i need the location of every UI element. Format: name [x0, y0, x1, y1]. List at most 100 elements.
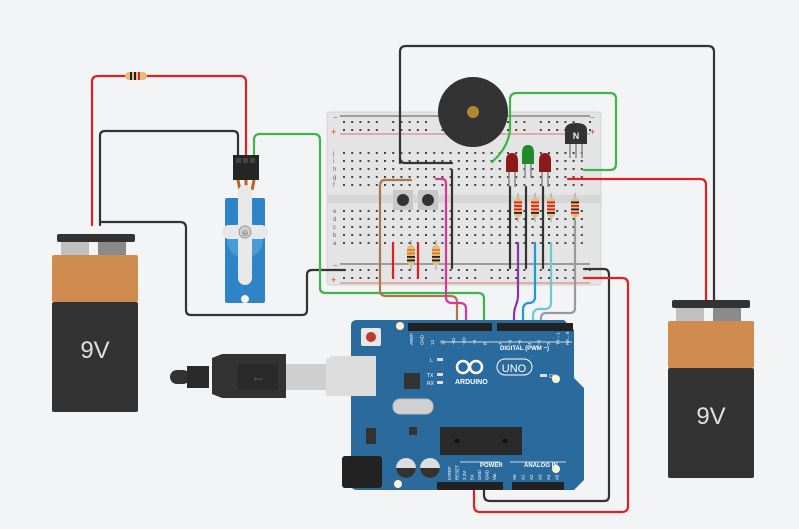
breadboard-hole: [507, 121, 509, 123]
wire-magenta-button[interactable]: [434, 177, 468, 332]
breadboard-hole: [433, 234, 436, 236]
breadboard-hole: [531, 242, 534, 244]
breadboard-hole: [482, 242, 485, 244]
breadboard-hole: [548, 152, 550, 154]
piezo-buzzer[interactable]: [438, 77, 508, 147]
wire-black-top[interactable]: [398, 44, 716, 302]
pin-label: A2: [529, 474, 534, 480]
breadboard-hole: [580, 218, 583, 220]
resistor[interactable]: [407, 240, 415, 270]
breadboard-hole: [466, 218, 468, 220]
pin-label: 5V: [470, 474, 475, 480]
wire-cyan-pin3[interactable]: [531, 241, 553, 332]
wire-black-battery-breadboard[interactable]: [98, 220, 347, 317]
wire-purple-pin5[interactable]: [512, 241, 520, 332]
wire-black-top-stub[interactable]: [398, 156, 454, 165]
voltage-regulator: [366, 428, 376, 444]
resistor[interactable]: [514, 193, 522, 222]
breadboard-hole: [556, 168, 559, 170]
breadboard-hole: [548, 121, 550, 123]
breadboard-hole: [441, 160, 444, 162]
resistor-series[interactable]: [125, 72, 147, 80]
pin-label: 3.3V: [462, 471, 467, 480]
npn-transistor[interactable]: N: [565, 123, 587, 158]
servo-screw-icon: ⊕: [241, 228, 249, 238]
led-red-1[interactable]: [506, 153, 518, 187]
breadboard-hole: [343, 226, 345, 228]
breadboard-hole: [498, 184, 501, 186]
led-red-2[interactable]: [539, 153, 551, 187]
breadboard-hole: [359, 269, 362, 271]
breadboard-hole: [539, 242, 542, 244]
breadboard-hole: [498, 277, 501, 279]
breadboard-hole: [408, 129, 411, 131]
wire-black-gnd-right[interactable]: [482, 267, 611, 503]
breadboard-hole: [580, 234, 583, 236]
pin-label: GND: [420, 334, 425, 345]
breadboard-hole: [490, 277, 493, 279]
breadboard-hole: [359, 277, 362, 279]
breadboard-hole: [384, 160, 386, 162]
breadboard-hole: [498, 242, 501, 244]
breadboard-hole: [507, 242, 509, 244]
breadboard-hole: [466, 176, 468, 178]
wire-brown-button[interactable]: [378, 178, 459, 332]
push-button-1[interactable]: [393, 190, 413, 210]
breadboard-row-label: f: [333, 183, 335, 189]
wire-red-battery-servo[interactable]: [90, 74, 248, 227]
wire-green-transistor[interactable]: [490, 91, 618, 172]
breadboard-hole: [441, 277, 444, 279]
breadboard-hole: [523, 242, 526, 244]
push-button-2[interactable]: [418, 190, 438, 210]
servo-motor[interactable]: ⊕: [222, 155, 268, 303]
resistor[interactable]: [432, 240, 440, 270]
breadboard-hole: [539, 121, 542, 123]
led-label-tx: TX: [427, 373, 434, 379]
wire-black-battery-servo[interactable]: [98, 129, 240, 227]
breadboard-hole: [441, 176, 444, 178]
led-green[interactable]: [522, 145, 534, 178]
battery-left[interactable]: 9V: [52, 234, 138, 412]
battery-right[interactable]: 9V: [668, 300, 754, 478]
breadboard-hole: [564, 269, 567, 271]
transistor-label: N: [573, 131, 580, 141]
breadboard-hole: [515, 184, 518, 186]
breadboard-hole: [556, 277, 559, 279]
breadboard-hole: [359, 176, 362, 178]
breadboard-row-label: j: [332, 151, 334, 157]
breadboard-hole: [375, 152, 378, 154]
breadboard-hole: [580, 160, 583, 162]
pin-label: ~11: [451, 337, 456, 345]
breadboard-hole: [523, 234, 526, 236]
breadboard-hole: [375, 210, 378, 212]
breadboard-hole: [384, 152, 386, 154]
breadboard-hole: [482, 210, 485, 212]
wire-gray-pin2[interactable]: [539, 219, 577, 332]
breadboard-hole: [564, 121, 567, 123]
breadboard-hole: [359, 218, 362, 220]
breadboard-hole: [564, 210, 567, 212]
breadboard-hole: [416, 152, 419, 154]
wire-blue-pin4[interactable]: [521, 241, 537, 332]
breadboard-row-label: g: [333, 175, 336, 181]
resistor[interactable]: [547, 193, 555, 222]
resistor[interactable]: [571, 193, 579, 222]
breadboard-hole: [515, 269, 518, 271]
wire-red-5v[interactable]: [472, 276, 630, 514]
breadboard-hole: [507, 129, 509, 131]
breadboard-hole: [515, 152, 518, 154]
breadboard-hole: [351, 218, 354, 220]
wire-red-right-battery[interactable]: [566, 177, 708, 302]
breadboard-hole: [556, 218, 559, 220]
breadboard-row-label: d: [333, 217, 336, 223]
breadboard-row-label: i: [333, 159, 334, 165]
breadboard-hole: [474, 242, 477, 244]
usb-port: [330, 356, 376, 396]
wire-green-servo-signal[interactable]: [252, 132, 486, 332]
resistor[interactable]: [531, 193, 539, 222]
breadboard-hole: [474, 269, 477, 271]
breadboard-hole: [359, 234, 362, 236]
breadboard-hole: [384, 234, 386, 236]
breadboard-hole: [548, 129, 550, 131]
